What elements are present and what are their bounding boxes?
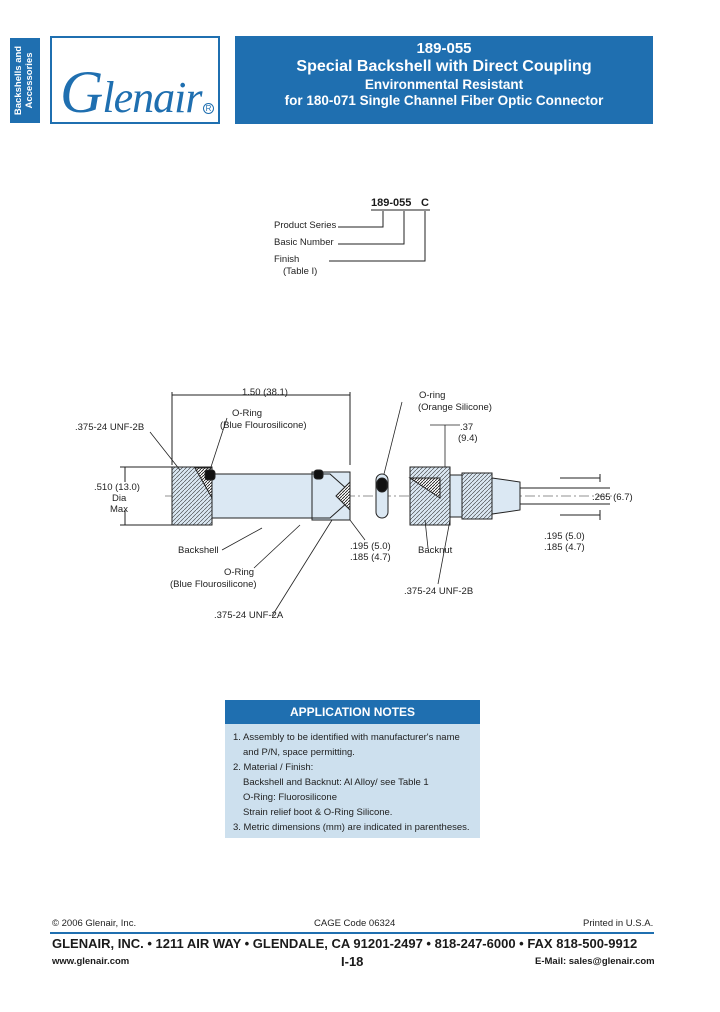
oring-bottom-material: (Blue Flourosilicone) <box>170 579 257 590</box>
dim-265: .265 (6.7) <box>592 492 633 503</box>
footer-cage: CAGE Code 06324 <box>314 918 396 929</box>
side-tab: Backshells and Accessories <box>10 38 40 123</box>
backnut-label: Backnut <box>418 545 453 556</box>
pn-label-product-series: Product Series <box>274 220 337 231</box>
notes-heading: APPLICATION NOTES <box>225 700 480 724</box>
dia-max: Max <box>110 504 128 515</box>
glenair-logo: Glenair R <box>50 36 220 125</box>
oring-top-label: O-Ring <box>232 408 263 419</box>
oring-top-material: (Blue Flourosilicone) <box>220 420 307 431</box>
footer-printed: Printed in U.S.A. <box>583 918 654 929</box>
banner-title: Special Backshell with Direct Coupling <box>296 58 592 75</box>
dim-195-right: .195 (5.0) <box>544 531 585 542</box>
note-1a: 1. Assembly to be identified with manufa… <box>233 732 460 743</box>
application-notes: APPLICATION NOTES 1. Assembly to be iden… <box>225 700 480 838</box>
note-3: 3. Metric dimensions (mm) are indicated … <box>233 822 470 833</box>
dim-195: .195 (5.0) <box>350 541 391 552</box>
dim-185-right: .185 (4.7) <box>544 542 585 553</box>
title-banner: 189-055 Special Backshell with Direct Co… <box>235 36 653 124</box>
banner-subtitle: Environmental Resistant <box>364 77 524 92</box>
logo-rest: lenair <box>102 73 202 122</box>
part-number-base: 189-055 <box>371 197 412 209</box>
part-number-suffix: C <box>421 197 429 209</box>
backshell-label: Backshell <box>178 545 219 556</box>
assembly-drawing <box>120 392 615 617</box>
dia-label: Dia <box>112 493 127 504</box>
note-1b: and P/N, space permitting. <box>243 747 355 758</box>
oring-right-label: O-ring <box>419 390 446 401</box>
oring-right-material: (Orange Silicone) <box>418 402 492 413</box>
footer-address: GLENAIR, INC. • 1211 AIR WAY • GLENDALE,… <box>52 936 638 951</box>
footer-copyright: © 2006 Glenair, Inc. <box>52 918 137 929</box>
pn-label-basic-number: Basic Number <box>274 237 334 248</box>
pn-label-table: (Table I) <box>283 266 318 277</box>
registered-mark: R <box>203 103 214 114</box>
note-2a: 2. Material / Finish: <box>233 762 314 773</box>
dia-value: .510 (13.0) <box>94 482 140 493</box>
footer-page-number: I-18 <box>341 954 364 969</box>
footer-email: E-Mail: sales@glenair.com <box>535 956 655 967</box>
note-2b: Backshell and Backnut: Al Alloy/ see Tab… <box>243 777 429 788</box>
dim-length: 1.50 (38.1) <box>242 387 288 398</box>
dim-37: .37 <box>460 422 474 433</box>
note-2c: O-Ring: Fluorosilicone <box>243 792 337 803</box>
footer-web: www.glenair.com <box>52 956 130 967</box>
logo-initial: G <box>60 59 103 125</box>
note-2d: Strain relief boot & O-Ring Silicone. <box>243 807 393 818</box>
thread-top-left: .375-24 UNF-2B <box>75 422 145 433</box>
dim-37-metric: (9.4) <box>458 433 478 444</box>
banner-description: for 180-071 Single Channel Fiber Optic C… <box>284 93 604 108</box>
thread-bottom-right: .375-24 UNF-2B <box>404 586 474 597</box>
pn-label-finish: Finish <box>274 254 300 265</box>
banner-part: 189-055 <box>416 40 472 57</box>
footer-rule <box>50 932 654 934</box>
pn-leader-lines <box>329 209 430 262</box>
oring-bottom-label: O-Ring <box>224 567 255 578</box>
dim-185: .185 (4.7) <box>350 552 391 563</box>
thread-bottom: .375-24 UNF-2A <box>214 610 284 621</box>
